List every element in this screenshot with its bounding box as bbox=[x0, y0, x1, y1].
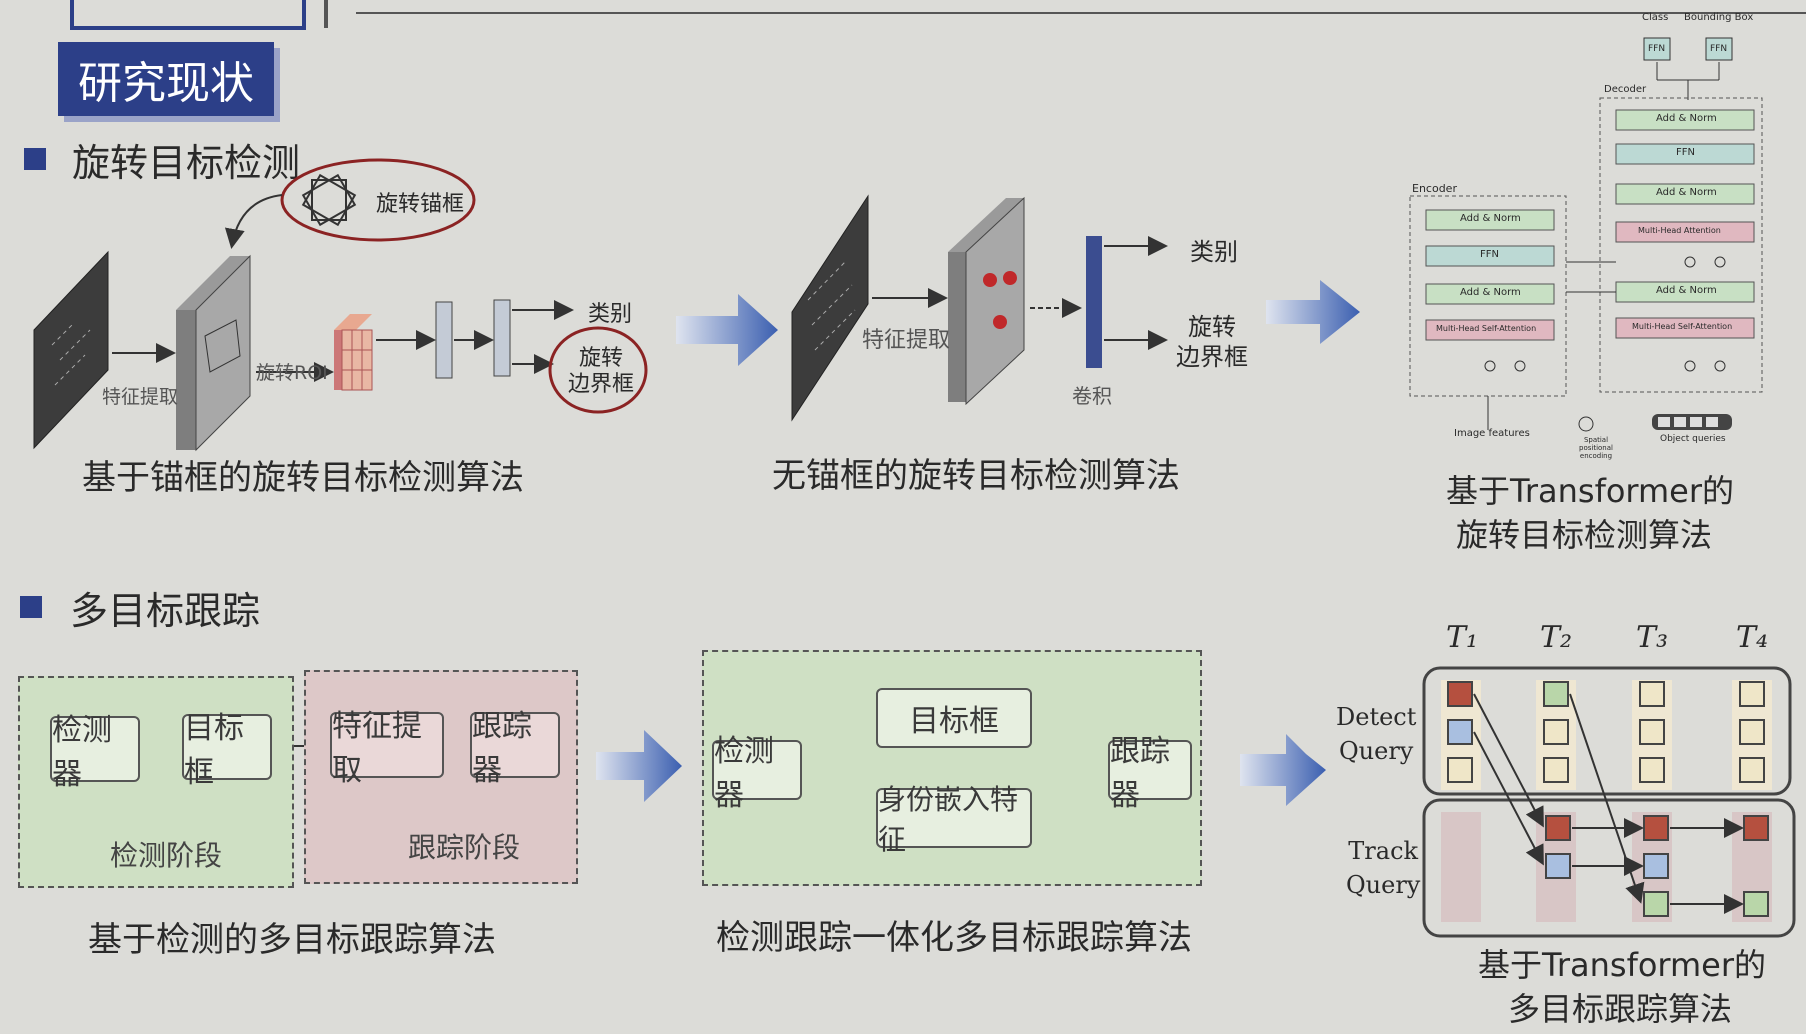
feature-extract-label: 特征提取 bbox=[102, 386, 179, 408]
spatial-encoding-label: Spatial positional encoding bbox=[1579, 436, 1613, 460]
transformer-ffn-label: FFN bbox=[1648, 44, 1666, 54]
detector-label: 检测器 bbox=[714, 734, 774, 813]
image-features-label: Image features bbox=[1454, 428, 1530, 439]
query-squares bbox=[1447, 681, 1769, 917]
section-badge-label: 研究现状 bbox=[78, 58, 254, 109]
t4-label: T₄ bbox=[1736, 620, 1769, 655]
fc-layer-2 bbox=[493, 299, 511, 377]
track-query-panel bbox=[1422, 798, 1796, 938]
rotated-bbox-label: 旋转 边界框 bbox=[568, 346, 635, 397]
t1-label: T₁ bbox=[1446, 620, 1479, 655]
track-query-label: Track Query bbox=[1346, 837, 1421, 899]
detect-query-label: Detect Query bbox=[1336, 703, 1417, 765]
tracker-label: 跟踪器 bbox=[1110, 734, 1170, 813]
jde-caption: 检测跟踪一体化多目标跟踪算法 bbox=[716, 918, 1192, 958]
target-box: 目标框 bbox=[876, 688, 1032, 748]
decoder-mhsa: Multi-Head Self-Attention bbox=[1632, 322, 1733, 331]
section1-title: 旋转目标检测 bbox=[72, 141, 301, 185]
rotated-roi-label: 旋转ROI bbox=[256, 362, 328, 384]
header-rule bbox=[356, 12, 1806, 14]
stage-detect-label: 检测阶段 bbox=[110, 839, 223, 872]
transformer-bbox-label: Bounding Box bbox=[1684, 12, 1754, 23]
flow-arrow bbox=[1266, 280, 1360, 344]
rotating-anchor-callout bbox=[280, 158, 476, 242]
feature-extract-label: 特征提取 bbox=[862, 328, 951, 353]
anchor-based-caption: 基于锚框的旋转目标检测算法 bbox=[82, 458, 524, 498]
feature-extract-box: 特征提取 bbox=[330, 709, 444, 788]
transformer-mot-caption-2: 多目标跟踪算法 bbox=[1508, 990, 1733, 1028]
feature-map-block bbox=[948, 196, 1025, 406]
detect-query-panel bbox=[1422, 666, 1792, 796]
encoder-add-norm: Add & Norm bbox=[1460, 213, 1521, 224]
t3-label: T₃ bbox=[1636, 620, 1669, 655]
t2-label: T₂ bbox=[1540, 620, 1573, 655]
transformer-mot-caption-1: 基于Transformer的 bbox=[1478, 946, 1767, 984]
target-box: 目标框 bbox=[182, 711, 272, 790]
tracker-box: 跟踪器 bbox=[470, 709, 560, 788]
object-queries-label: Object queries bbox=[1660, 434, 1726, 444]
feature-extract-label: 特征提取 bbox=[332, 709, 422, 788]
decoder-add-norm: Add & Norm bbox=[1656, 285, 1717, 296]
target-box-label: 目标框 bbox=[184, 711, 244, 790]
flow-arrow bbox=[596, 730, 682, 802]
detector-box: 检测器 bbox=[50, 713, 140, 792]
roi-grid bbox=[334, 314, 373, 391]
query-arrows bbox=[1473, 693, 1744, 914]
rotated-bbox-label: 旋转 边界框 bbox=[1176, 313, 1248, 371]
decoder-mha: Multi-Head Attention bbox=[1638, 226, 1721, 235]
decoder-ffn: FFN bbox=[1676, 147, 1695, 158]
rotating-anchor-label: 旋转锚框 bbox=[376, 192, 465, 217]
transformer-class-label: Class bbox=[1642, 12, 1669, 23]
bullet-square bbox=[24, 148, 46, 170]
transformer-det-caption-1: 基于Transformer的 bbox=[1446, 472, 1735, 510]
t1-track-column bbox=[1441, 812, 1481, 922]
feature-map-block bbox=[176, 254, 251, 452]
encoder-mhsa: Multi-Head Self-Attention bbox=[1436, 324, 1537, 333]
input-image-plane bbox=[33, 250, 109, 450]
tracker-box: 跟踪器 bbox=[1108, 734, 1192, 813]
header-tab-frame bbox=[70, 0, 306, 30]
encoder-add-norm: Add & Norm bbox=[1460, 287, 1521, 298]
section-badge: 研究现状 bbox=[58, 42, 274, 116]
header-divider bbox=[324, 0, 328, 28]
category-label: 类别 bbox=[588, 302, 633, 327]
stage-track-label: 跟踪阶段 bbox=[408, 831, 521, 864]
detector-box: 检测器 bbox=[712, 734, 802, 813]
tbd-caption: 基于检测的多目标跟踪算法 bbox=[88, 920, 496, 960]
rotated-bbox-callout bbox=[548, 326, 648, 414]
rotating-anchor-icon bbox=[301, 173, 357, 227]
tracker-label: 跟踪器 bbox=[472, 709, 532, 788]
flow-arrow bbox=[1240, 734, 1326, 806]
bullet-square bbox=[20, 596, 42, 618]
decoder-add-norm: Add & Norm bbox=[1656, 113, 1717, 124]
embedding-box: 身份嵌入特征 bbox=[876, 783, 1032, 856]
encoder-label: Encoder bbox=[1412, 182, 1457, 195]
fc-layer-1 bbox=[435, 301, 453, 379]
embedding-label: 身份嵌入特征 bbox=[878, 783, 1019, 856]
anchor-free-caption: 无锚框的旋转目标检测算法 bbox=[772, 456, 1180, 496]
transformer-ffn-label: FFN bbox=[1710, 44, 1728, 54]
category-label: 类别 bbox=[1190, 238, 1238, 266]
section2-title: 多目标跟踪 bbox=[70, 589, 261, 633]
detect-stage-panel bbox=[18, 676, 294, 888]
decoder-label: Decoder bbox=[1604, 84, 1647, 95]
encoder-ffn: FFN bbox=[1480, 249, 1499, 260]
conv-label: 卷积 bbox=[1072, 384, 1112, 408]
target-box-label: 目标框 bbox=[909, 704, 999, 739]
detector-label: 检测器 bbox=[52, 713, 112, 792]
decoder-add-norm: Add & Norm bbox=[1656, 187, 1717, 198]
input-image-plane bbox=[791, 194, 869, 422]
flow-arrow bbox=[676, 294, 778, 366]
conv-layer bbox=[1086, 236, 1102, 368]
transformer-det-caption-2: 旋转目标检测算法 bbox=[1456, 516, 1713, 554]
transformer-diagram bbox=[1409, 37, 1763, 432]
callout-arrow bbox=[224, 194, 283, 249]
